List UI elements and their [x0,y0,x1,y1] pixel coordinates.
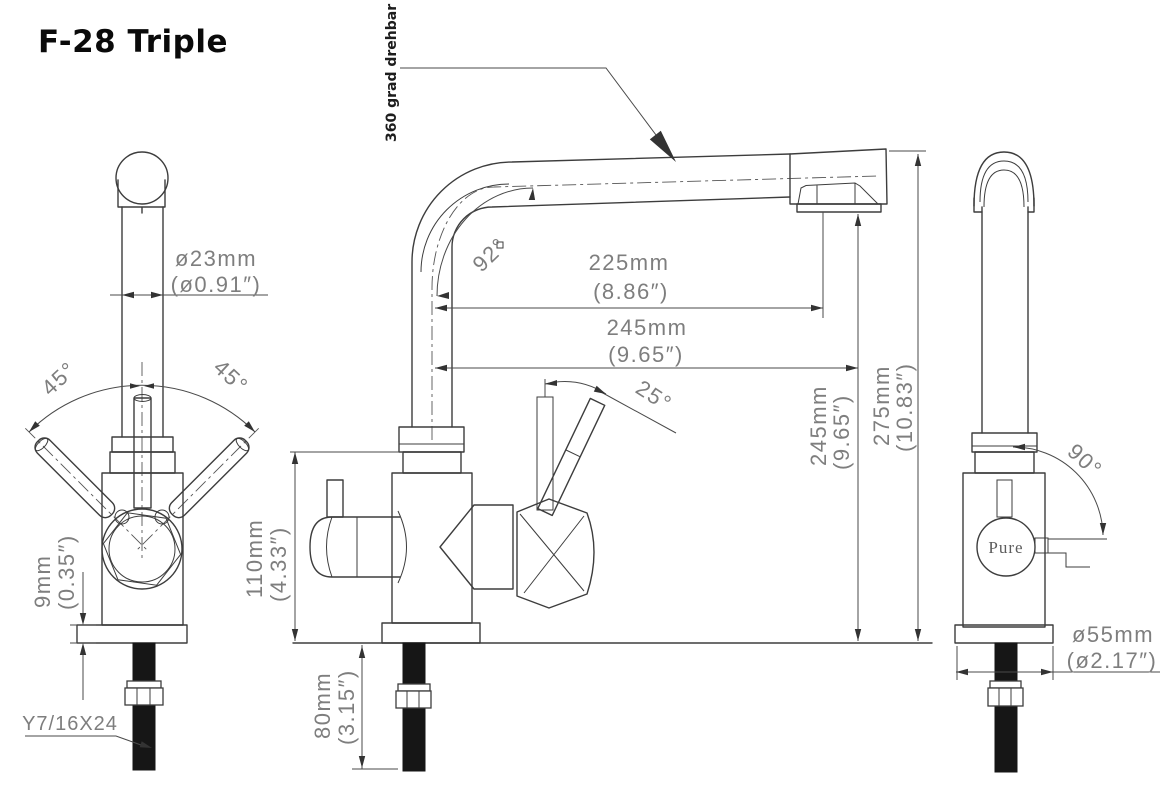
washer-side [397,683,431,692]
valve-outer-circle [101,508,183,590]
base-thickness-mm-label: 9mm [30,555,55,608]
valve-inner-circle [108,515,176,583]
cartridge-cone [439,504,514,590]
pure-dial-label: Pure [988,538,1023,557]
base-thickness-in-label: (0.35″) [54,534,79,610]
spout-diameter-mm-label: ø23mm [175,246,257,271]
spout-height-in-label: (9.65″) [829,394,854,470]
note-swivel: 360 grad drehbar [384,4,676,162]
dim-spout-height: 245mm (9.65″) [806,214,862,641]
handle-right [134,428,259,553]
base-diameter-mm-label: ø55mm [1072,622,1154,647]
base-flange-front [76,624,188,644]
center-lever [133,397,152,509]
aerator-detail [797,182,879,205]
spout-centerline [431,175,878,440]
handle-angle-right-label: 45° [209,354,254,398]
hex-nut-front [124,687,164,706]
dim-total-reach: 245mm (9.65″) [435,315,858,372]
spout-reach-mm-label: 225mm [589,250,670,275]
riser-pipe-front [121,206,164,438]
collar-back-bottom [974,451,1035,474]
under-counter-mm-label: 80mm [310,672,335,739]
base-flange-side [381,622,481,644]
view-side [292,148,933,772]
lever-knob-facets [519,513,585,594]
collar-front-bottom [109,451,176,474]
lever-knob [516,498,595,609]
dim-swivel-angle: 90° [1012,438,1108,536]
hex-nut-side [395,690,432,709]
spout-arc-mid [979,160,1029,203]
spout-ball-top [115,151,169,205]
collar-side-top [398,426,465,453]
filter-knob-stem [326,479,344,518]
handle-joint-left [114,509,130,525]
base-flange-back [954,624,1054,644]
spout-arc-inner [983,169,1025,208]
body-height-in-label: (4.33″) [266,526,291,602]
dim-thread-spec: Y7/16X24 [22,713,152,748]
dim-lever-angle: 25° [544,375,677,434]
filter-knob [309,516,401,578]
view-front [25,151,259,771]
spout-head [789,148,888,205]
lever-angle-label: 25° [631,375,676,417]
spout-wall-line [420,183,510,273]
body-front [101,472,184,626]
threaded-rod-front [132,642,156,771]
valve-hex [102,512,182,586]
handle-joint-right [154,509,170,525]
spout-arc-outer [973,151,1035,207]
spout-outer-edge [411,153,791,428]
handle-left [25,428,150,553]
dim-body-height: 110mm (4.33″) [242,451,403,641]
dim-under-counter: 80mm (3.15″) [310,645,398,770]
total-height-in-label: (10.83″) [892,363,917,453]
dim-total-height: 275mm (10.83″) [869,150,926,641]
threaded-rod-back [994,642,1018,773]
dim-spout-reach: 225mm (8.86″) [435,212,824,318]
body-back-slot [996,479,1013,518]
collar-side-bottom [402,451,462,474]
under-counter-in-label: (3.15″) [334,669,359,745]
spout-diameter-in-label: (ø0.91″) [171,272,262,297]
body-height-mm-label: 110mm [242,519,267,598]
bend-center-mark [496,241,504,249]
base-diameter-in-label: (ø2.17″) [1067,648,1158,673]
thread-spec-label: Y7/16X24 [22,713,118,735]
dim-spout-diameter: ø23mm (ø0.91″) [110,246,268,299]
hex-nut-back [987,687,1024,707]
total-height-mm-label: 275mm [869,365,894,446]
dim-base-thickness: 9mm (0.35″) [30,534,96,700]
spout-cap-tabs [973,197,1035,213]
swivel-angle-label: 90° [1063,438,1108,482]
swivel-note-label: 360 grad drehbar [384,4,400,142]
spout-inner-edge [451,196,791,428]
dim-base-diameter: ø55mm (ø2.17″) [956,622,1160,680]
spout-reach-in-label: (8.86″) [593,279,669,304]
spout-height-mm-label: 245mm [806,385,831,466]
spout-ball-base [117,179,166,214]
pure-spigot-lines [1048,538,1107,568]
collar-front-top [111,436,174,453]
riser-pipe-back [981,206,1029,434]
handle-angle-left-label: 45° [37,356,82,400]
washer-back [989,680,1022,689]
total-reach-in-label: (9.65″) [608,342,684,367]
page-title: F-28 Triple [38,24,229,60]
body-back [962,472,1046,628]
pure-spigot [1034,537,1049,554]
view-back: Pure [954,151,1107,773]
total-reach-mm-label: 245mm [607,315,688,340]
collar-back-top [971,432,1038,453]
washer-front [126,680,162,689]
bend-angle-label: 92° [468,232,513,276]
lever-tilted [537,397,606,517]
aerator-plate [796,203,882,213]
body-side [391,472,473,624]
